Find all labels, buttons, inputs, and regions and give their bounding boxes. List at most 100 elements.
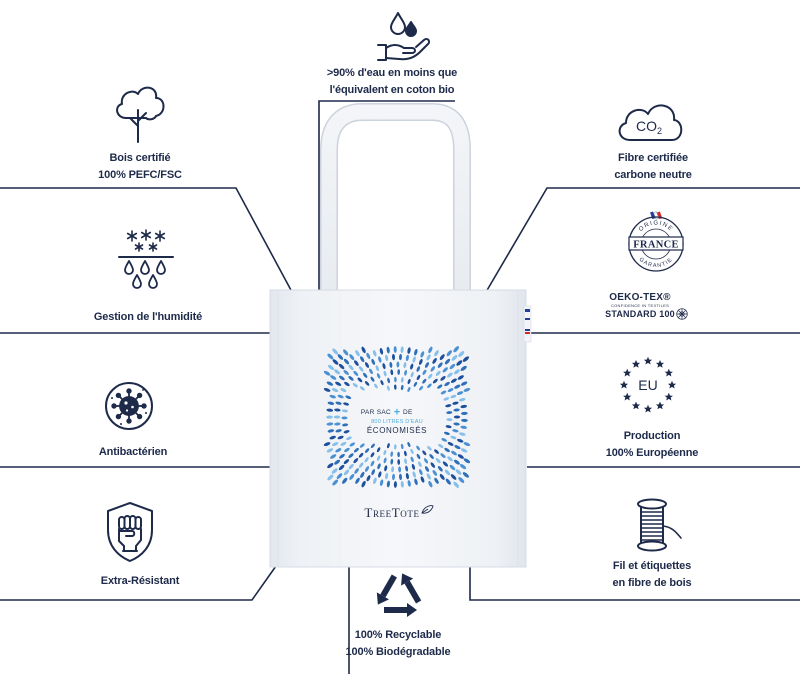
print-drop bbox=[460, 365, 467, 371]
bag-handle bbox=[320, 103, 471, 292]
print-drop bbox=[426, 473, 431, 480]
print-drop bbox=[460, 425, 468, 429]
svg-text:ORIGINE: ORIGINE bbox=[638, 220, 674, 233]
print-drop bbox=[452, 401, 459, 405]
star-icon bbox=[619, 380, 629, 389]
print-drop bbox=[343, 469, 350, 476]
print-drop bbox=[348, 364, 354, 371]
print-drop bbox=[338, 464, 345, 471]
print-drop bbox=[458, 477, 465, 483]
label-fibre-certifiee: Fibre certifiée carbone neutre bbox=[568, 150, 738, 183]
print-drop bbox=[349, 442, 356, 447]
print-drop bbox=[424, 466, 430, 472]
label-gestion-humidite: Gestion de l'humidité bbox=[63, 309, 233, 326]
print-drop bbox=[336, 473, 343, 479]
label-line: l'équivalent en coton bio bbox=[329, 83, 455, 96]
print-drop bbox=[331, 468, 338, 474]
snowflake-icon bbox=[126, 229, 166, 252]
print-drop bbox=[373, 477, 377, 485]
print-drop bbox=[410, 371, 414, 378]
print-drop bbox=[405, 472, 409, 480]
print-drop bbox=[358, 452, 364, 458]
print-drop bbox=[430, 462, 436, 468]
print-drop bbox=[358, 366, 364, 372]
oeko-tex-label: OEKO-TEX® CONFIDENCE IN TEXTILES STANDAR… bbox=[596, 292, 684, 319]
brand-name: TreeTote bbox=[364, 505, 419, 520]
print-drop bbox=[394, 444, 397, 450]
print-drop bbox=[422, 378, 427, 384]
print-drop bbox=[450, 435, 457, 440]
print-drop bbox=[450, 394, 457, 399]
print-drop bbox=[412, 471, 416, 478]
print-drop bbox=[392, 473, 395, 481]
star-icon bbox=[643, 404, 653, 413]
print-drop bbox=[364, 362, 370, 368]
bag-brand-logo: TreeTote bbox=[364, 505, 434, 520]
print-drop bbox=[327, 353, 334, 360]
print-drop bbox=[405, 465, 409, 472]
print-drop bbox=[416, 453, 421, 460]
label-line: carbone neutre bbox=[614, 168, 692, 181]
print-drop bbox=[463, 458, 471, 464]
print-drop bbox=[386, 385, 390, 391]
label-line: 100% Recyclable bbox=[354, 629, 442, 641]
print-drop bbox=[404, 369, 408, 376]
print-drop bbox=[445, 478, 451, 485]
print-drop bbox=[360, 471, 365, 478]
print-drop bbox=[379, 479, 384, 486]
print-drop bbox=[400, 480, 404, 488]
print-drop bbox=[437, 466, 443, 472]
print-drop bbox=[383, 449, 387, 456]
print-drop bbox=[383, 457, 387, 464]
print-line-de: DE bbox=[403, 409, 413, 416]
print-drop bbox=[462, 356, 470, 362]
print-drop bbox=[442, 367, 448, 373]
print-drop bbox=[453, 481, 460, 488]
print-drop bbox=[327, 364, 335, 370]
label-line: Antibactérien bbox=[98, 446, 168, 458]
print-drop bbox=[383, 370, 387, 377]
print-drop bbox=[458, 397, 466, 402]
print-drop bbox=[420, 476, 425, 483]
print-drop bbox=[446, 418, 453, 422]
print-drop bbox=[419, 385, 424, 391]
print-drop bbox=[462, 472, 470, 478]
star-icon bbox=[655, 360, 665, 368]
print-drop bbox=[420, 351, 425, 358]
co2-cloud-icon: CO2 bbox=[612, 96, 688, 144]
label-fil-etiquettes: Fil et étiquettes en fibre de bois bbox=[567, 558, 737, 591]
print-drop bbox=[326, 415, 333, 419]
print-drop bbox=[382, 363, 386, 370]
print-drop bbox=[416, 374, 421, 381]
star-icon bbox=[655, 401, 665, 410]
star-icon bbox=[643, 356, 653, 365]
print-drop bbox=[434, 477, 439, 484]
print-drop bbox=[354, 468, 359, 474]
shield-fist-icon bbox=[102, 500, 158, 564]
humidity-icon bbox=[116, 228, 176, 292]
print-drop bbox=[394, 384, 397, 390]
print-drop bbox=[343, 459, 350, 465]
print-drop bbox=[443, 397, 450, 401]
print-drop bbox=[364, 448, 370, 453]
print-drop bbox=[363, 372, 368, 378]
print-drop bbox=[394, 376, 397, 383]
print-drop bbox=[434, 449, 439, 454]
print-drop bbox=[355, 477, 360, 484]
star-icon bbox=[631, 360, 641, 368]
print-drop bbox=[453, 346, 460, 353]
print-drop bbox=[407, 378, 411, 385]
print-drop bbox=[447, 372, 453, 378]
print-drop bbox=[414, 348, 418, 356]
print-drop bbox=[376, 373, 381, 379]
label-extra-resistant: Extra-Résistant bbox=[55, 573, 225, 590]
print-drop bbox=[384, 465, 388, 472]
print-drop bbox=[416, 445, 420, 451]
co2-text: CO bbox=[636, 118, 657, 134]
print-drop bbox=[340, 388, 347, 393]
bag-print-pattern bbox=[323, 346, 471, 488]
print-drop bbox=[341, 409, 348, 413]
print-drop bbox=[343, 402, 350, 406]
print-drop bbox=[377, 463, 381, 470]
